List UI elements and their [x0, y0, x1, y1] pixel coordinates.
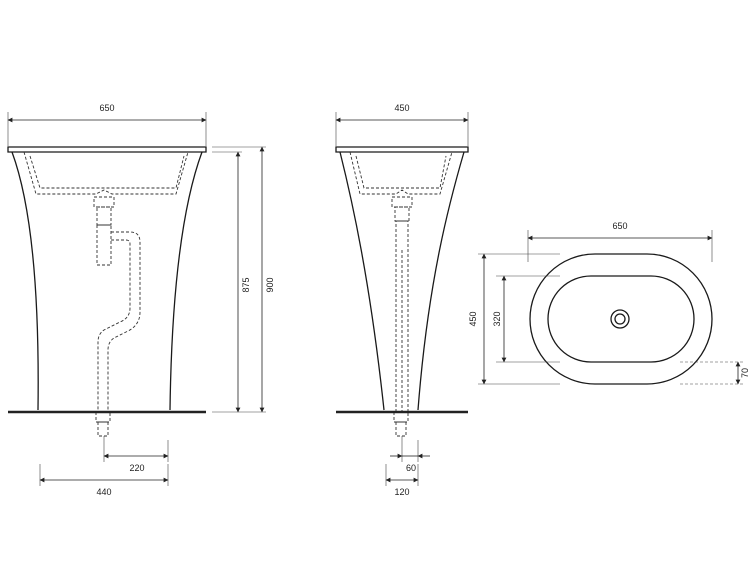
bowl-height-label: 875: [241, 277, 251, 292]
top-depth-dimensions: 450 320: [468, 253, 560, 385]
front-pedestal-outline: [11, 151, 203, 411]
top-length-dimension: 650: [527, 221, 713, 262]
side-drain-offset-label: 60: [406, 463, 416, 473]
front-bottom-dimensions: 220 440: [39, 436, 169, 497]
top-outer-rim: [529, 253, 713, 385]
front-height-dimensions: 875 900: [212, 146, 275, 413]
total-height-label: 900: [265, 277, 275, 292]
side-rim: [335, 146, 469, 153]
top-drain-outer: [610, 309, 630, 329]
top-rim-height-dimension: 70: [680, 361, 750, 385]
top-depth-label: 450: [468, 311, 478, 326]
front-rim: [7, 146, 207, 153]
front-width-dimension: 650: [7, 103, 207, 146]
top-view: 650 450 320 70: [468, 221, 750, 385]
side-width-label: 450: [394, 103, 409, 113]
side-view: 450 60 120: [335, 103, 469, 497]
top-basin-depth-label: 320: [492, 311, 502, 326]
front-base-width-label: 440: [96, 487, 111, 497]
side-base-width-label: 120: [394, 487, 409, 497]
top-length-label: 650: [612, 221, 627, 231]
top-inner-bowl: [547, 275, 695, 363]
top-rim-height-label: 70: [740, 368, 750, 378]
side-width-dimension: 450: [335, 103, 469, 146]
front-width-label: 650: [99, 103, 114, 113]
side-bottom-dimensions: 60 120: [385, 436, 430, 497]
side-inner-bowl: [349, 151, 453, 195]
front-view: 650 875 900: [7, 103, 275, 497]
side-drain-pipe: [391, 196, 413, 437]
front-drain-offset-label: 220: [129, 463, 144, 473]
top-drain-inner: [614, 313, 626, 325]
front-drain-trap: [93, 196, 141, 437]
front-inner-bowl: [23, 151, 189, 195]
side-pedestal-outline: [339, 151, 465, 411]
